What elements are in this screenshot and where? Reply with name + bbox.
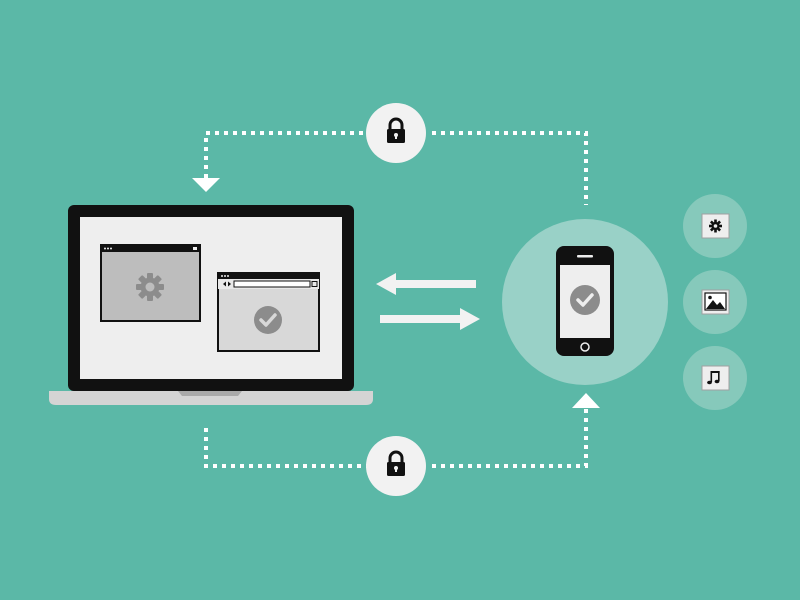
lock-icon	[387, 450, 405, 476]
sync-arrows	[376, 273, 480, 330]
forward-icon	[228, 281, 231, 287]
music-note-icon	[707, 371, 720, 385]
browser-window	[217, 272, 320, 352]
settings-window	[100, 244, 201, 322]
phone-group	[502, 219, 668, 385]
top-connector	[204, 131, 588, 205]
browser-menu-icon	[311, 281, 318, 287]
arrow-left-icon	[376, 273, 476, 295]
photo-badge	[683, 270, 747, 334]
top-connector-right-line	[432, 131, 588, 205]
phone-speaker	[577, 255, 593, 258]
window-dots	[104, 247, 112, 250]
laptop	[49, 205, 373, 405]
bottom-lock-badge	[366, 436, 426, 496]
window-titlebar	[218, 273, 319, 279]
bottom-connector-left-line	[204, 428, 368, 468]
top-connector-left-line	[204, 131, 368, 178]
down-arrowhead	[192, 178, 220, 192]
music-badge	[683, 346, 747, 410]
gear-icon	[136, 273, 164, 301]
lock-icon	[387, 117, 405, 143]
checkmark-icon	[570, 285, 600, 315]
bottom-connector-right-line	[432, 408, 588, 468]
gear-icon	[709, 219, 722, 233]
arrow-right-icon	[380, 308, 480, 330]
checkmark-icon	[254, 306, 282, 334]
back-icon	[223, 281, 226, 287]
laptop-notch	[178, 391, 242, 396]
window-menu-icon	[193, 247, 197, 250]
top-lock-badge	[366, 103, 426, 163]
phone-home-button	[580, 342, 590, 352]
settings-badge	[683, 194, 747, 258]
laptop-base	[49, 391, 373, 405]
window-dots	[221, 275, 229, 277]
bottom-connector	[204, 408, 588, 468]
image-icon	[704, 292, 727, 311]
address-bar	[233, 280, 311, 288]
up-arrowhead	[572, 393, 600, 408]
window-titlebar	[101, 245, 200, 252]
